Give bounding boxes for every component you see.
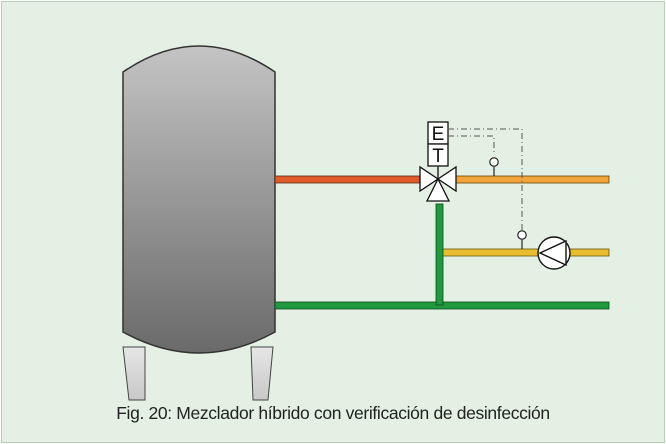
tank-leg-left: [122, 346, 146, 401]
temperature-sensor-icon: [517, 230, 527, 249]
temperature-sensor-icon: [489, 157, 499, 176]
control-lines: [448, 128, 523, 234]
three-way-valve-icon: [419, 165, 457, 202]
circulation-return-pipe: [439, 248, 541, 257]
tank-leg-right: [250, 346, 274, 401]
figure-caption: Fig. 20: Mezclador híbrido con verificac…: [116, 403, 550, 423]
valve-actuator: E T: [427, 121, 449, 167]
actuator-label-e: E: [432, 124, 445, 145]
circulation-pump-icon: [537, 236, 571, 270]
storage-tank: [122, 45, 276, 354]
mixed-outlet-pipe: [451, 175, 610, 184]
bypass-pipe: [435, 203, 444, 306]
hot-supply-pipe: [274, 175, 423, 184]
circulation-return-pipe-right: [567, 248, 610, 257]
actuator-label-t: T: [432, 146, 444, 167]
